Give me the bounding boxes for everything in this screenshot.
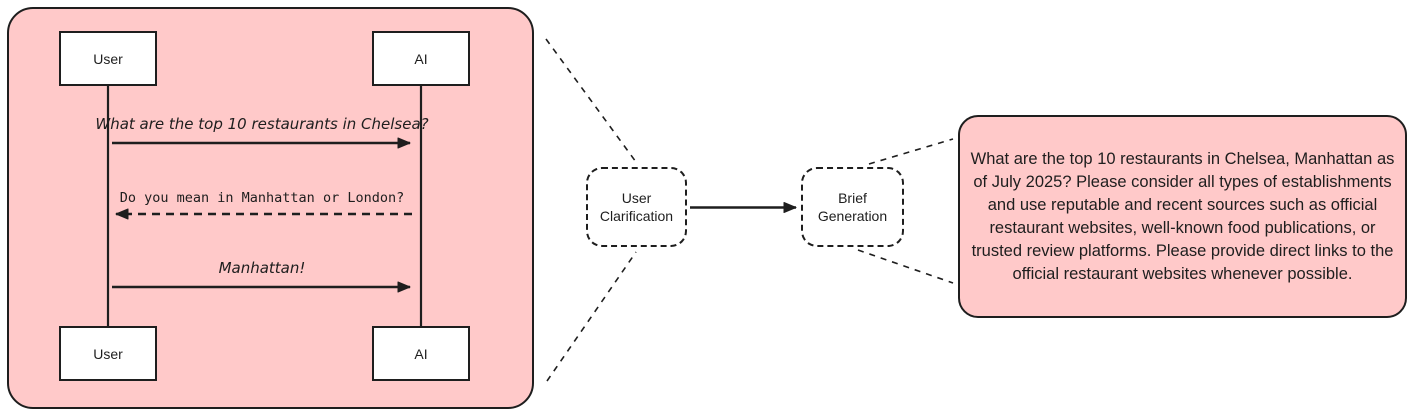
actor-user-bottom: User: [59, 326, 157, 381]
zoom-connector-bottom-right: [857, 249, 954, 284]
flow-node-user-clarification: User Clarification: [586, 167, 687, 247]
actor-ai-top: AI: [372, 31, 470, 86]
flow-node-brief-generation: Brief Generation: [801, 167, 904, 247]
zoom-connector-top-left: [545, 38, 637, 163]
brief-text-box: What are the top 10 restaurants in Chels…: [958, 115, 1407, 318]
zoom-connector-bottom-left: [546, 251, 637, 382]
flow-node-user-clarification-label: User Clarification: [599, 190, 674, 224]
message-label-2: Do you mean in Manhattan or London?: [119, 190, 405, 206]
actor-user-top-label: User: [93, 50, 123, 67]
message-label-1: What are the top 10 restaurants in Chels…: [95, 115, 429, 133]
brief-text: What are the top 10 restaurants in Chels…: [970, 149, 1395, 283]
actor-user-top: User: [59, 31, 157, 86]
actor-ai-bottom-label: AI: [414, 345, 428, 362]
flow-node-brief-generation-label: Brief Generation: [817, 190, 888, 224]
actor-ai-bottom: AI: [372, 326, 470, 381]
actor-user-bottom-label: User: [93, 345, 123, 362]
actor-ai-top-label: AI: [414, 50, 428, 67]
zoom-connector-top-right: [868, 138, 954, 165]
message-label-3: Manhattan!: [218, 259, 306, 277]
